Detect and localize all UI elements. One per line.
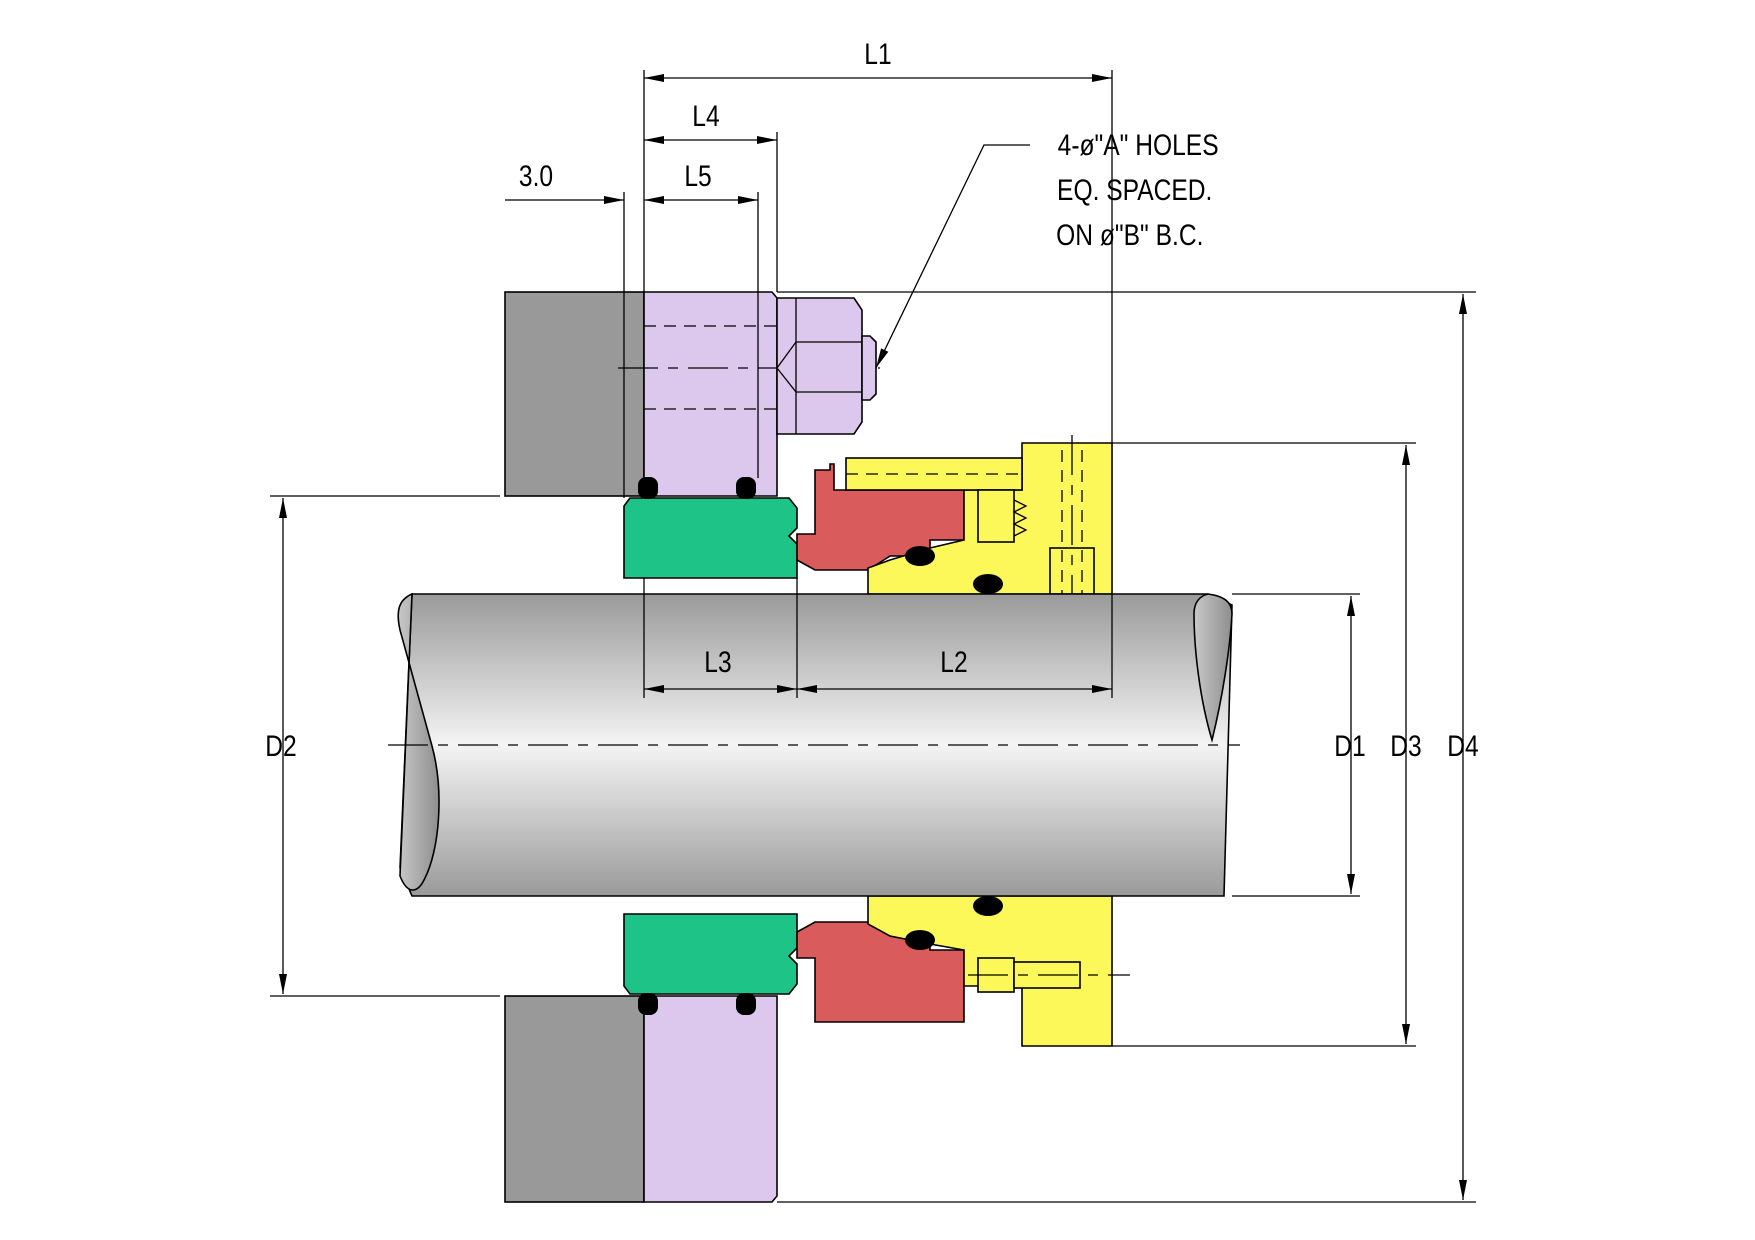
oring-gland-4	[736, 993, 756, 1015]
label-L2: L2	[940, 645, 967, 679]
label-L1: L1	[864, 37, 891, 71]
gland-bolt-tip	[861, 335, 877, 401]
shaft-end-right	[1193, 593, 1233, 744]
oring-collar-upper	[973, 574, 1003, 594]
label-L4: L4	[692, 99, 719, 133]
oring-collar-lower	[973, 896, 1003, 916]
label-D4: D4	[1447, 729, 1478, 763]
oring-gland-2	[736, 477, 756, 499]
collar-spring-housing	[977, 489, 1015, 543]
label-offset: 3.0	[519, 159, 553, 193]
housing-upper	[504, 291, 645, 497]
housing-lower	[504, 995, 645, 1203]
label-D1: D1	[1334, 729, 1365, 763]
gland-nut	[776, 297, 863, 435]
note-bolt-circle: ON ø"B" B.C.	[1056, 218, 1203, 252]
note-holes: 4-ø"A" HOLES	[1058, 128, 1219, 162]
label-L3: L3	[704, 645, 731, 679]
note-spacing: EQ. SPACED.	[1057, 173, 1212, 207]
label-L5: L5	[684, 159, 711, 193]
label-D2: D2	[265, 729, 296, 763]
label-D3: D3	[1390, 729, 1421, 763]
gland-lower	[643, 995, 778, 1203]
oring-face-lower	[905, 930, 935, 950]
stationary-seat-upper	[623, 497, 798, 579]
shaft-end-left	[397, 592, 440, 891]
stationary-seat-lower	[623, 913, 798, 995]
oring-gland-1	[638, 477, 658, 499]
oring-face-upper	[905, 546, 935, 566]
oring-gland-3	[638, 993, 658, 1015]
gland-upper	[643, 291, 778, 497]
